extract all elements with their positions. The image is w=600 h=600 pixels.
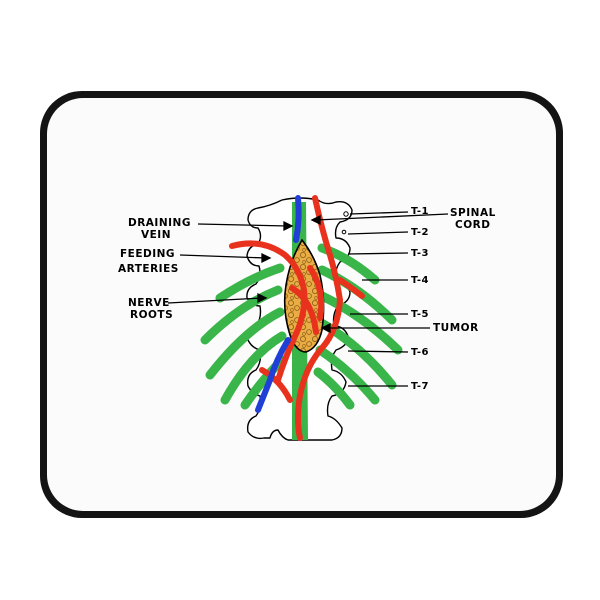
label-t1: T-1 bbox=[411, 206, 429, 217]
label-tumor: TUMOR bbox=[433, 322, 479, 334]
label-t2: T-2 bbox=[411, 227, 429, 238]
label-draining-vein-line2: VEIN bbox=[141, 229, 171, 241]
label-feeding-arteries-line2: ARTERIES bbox=[118, 263, 179, 275]
label-t5: T-5 bbox=[411, 309, 429, 320]
label-nerve-roots-line2: ROOTS bbox=[130, 309, 173, 321]
label-t3: T-3 bbox=[411, 248, 429, 259]
label-nerve-roots-line1: NERVE bbox=[128, 297, 170, 309]
label-draining-vein-line1: DRAINING bbox=[128, 217, 191, 229]
label-t6: T-6 bbox=[411, 347, 429, 358]
label-t7: T-7 bbox=[411, 381, 429, 392]
label-t4: T-4 bbox=[411, 275, 429, 286]
label-spinal-cord-line2: CORD bbox=[455, 219, 490, 231]
label-spinal-cord-line1: SPINAL bbox=[450, 207, 496, 219]
label-feeding-arteries-line1: FEEDING bbox=[120, 248, 175, 260]
